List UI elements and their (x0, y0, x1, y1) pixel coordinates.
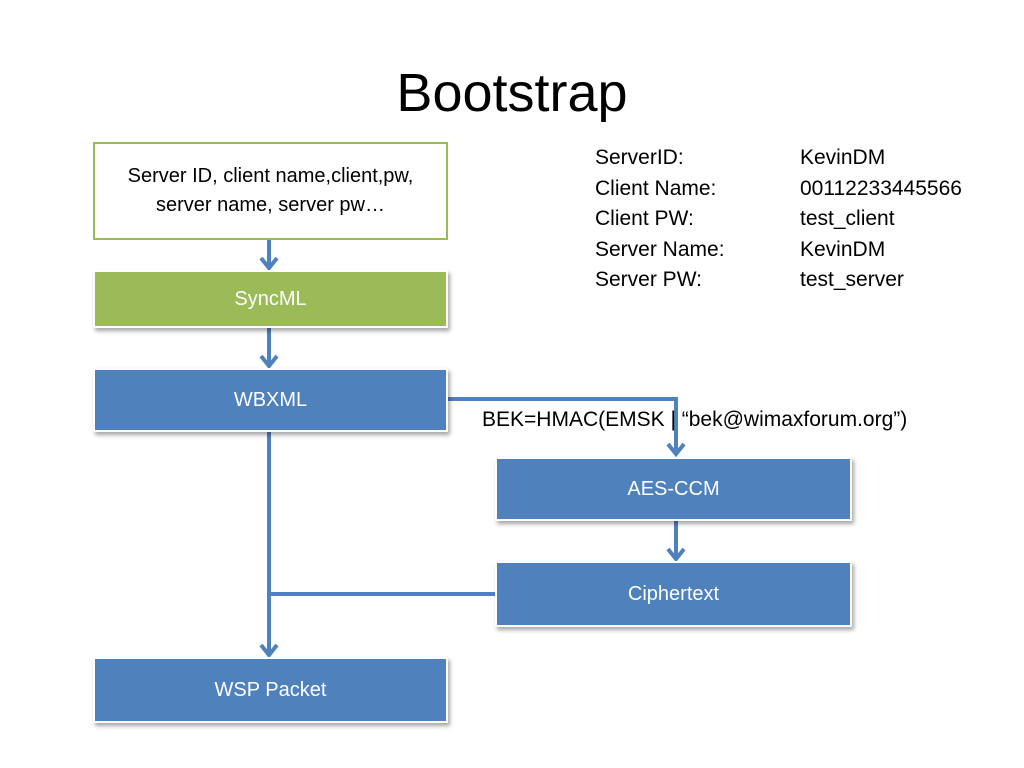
aes-ccm-box: AES-CCM (495, 457, 852, 521)
param-value: 00112233445566 (800, 176, 962, 200)
arrowhead-aes (666, 442, 686, 458)
param-value: KevinDM (800, 237, 886, 261)
bek-formula-label: BEK=HMAC(EMSK | “bek@wimaxforum.org”) (482, 408, 908, 431)
arrowhead-wsp (259, 643, 279, 659)
aes-ccm-label: AES-CCM (627, 477, 720, 500)
param-row: Server Name: KevinDM (595, 235, 962, 266)
wsp-packet-label: WSP Packet (214, 678, 327, 701)
arrowhead-syncml (259, 256, 279, 272)
param-value: test_server (800, 268, 904, 291)
credentials-box: Server ID, client name,client,pw, server… (93, 142, 448, 240)
syncml-label: SyncML (234, 287, 307, 310)
param-row: Server PW: test_server (595, 265, 962, 296)
wbxml-box: WBXML (93, 368, 448, 432)
credentials-line-1: Server ID, client name,client,pw, (127, 165, 414, 187)
wbxml-label: WBXML (233, 388, 308, 411)
param-value: KevinDM (800, 146, 886, 169)
ciphertext-box: Ciphertext (495, 561, 852, 627)
param-value: test_client (800, 207, 895, 230)
param-row: Client Name: 00112233445566 (595, 174, 962, 205)
param-key: ServerID: (595, 146, 684, 169)
arrowhead-ciphertext (666, 547, 686, 563)
param-row: Client PW: test_client (595, 204, 962, 235)
arrowhead-wbxml (259, 354, 279, 370)
credentials-line-2: server name, server pw… (156, 194, 385, 216)
param-key: Server PW: (595, 268, 702, 291)
arrow-wbxml-aes (446, 397, 678, 454)
parameter-list: ServerID: KevinDM Client Name: 001122334… (595, 143, 962, 296)
param-key: Client PW: (595, 207, 694, 230)
slide-title: Bootstrap (396, 63, 628, 123)
wsp-packet-box: WSP Packet (93, 657, 448, 723)
param-row: ServerID: KevinDM (595, 143, 962, 174)
syncml-box: SyncML (93, 270, 448, 328)
param-key: Client Name: (595, 176, 717, 200)
ciphertext-label: Ciphertext (627, 582, 720, 605)
param-key: Server Name: (595, 237, 725, 261)
